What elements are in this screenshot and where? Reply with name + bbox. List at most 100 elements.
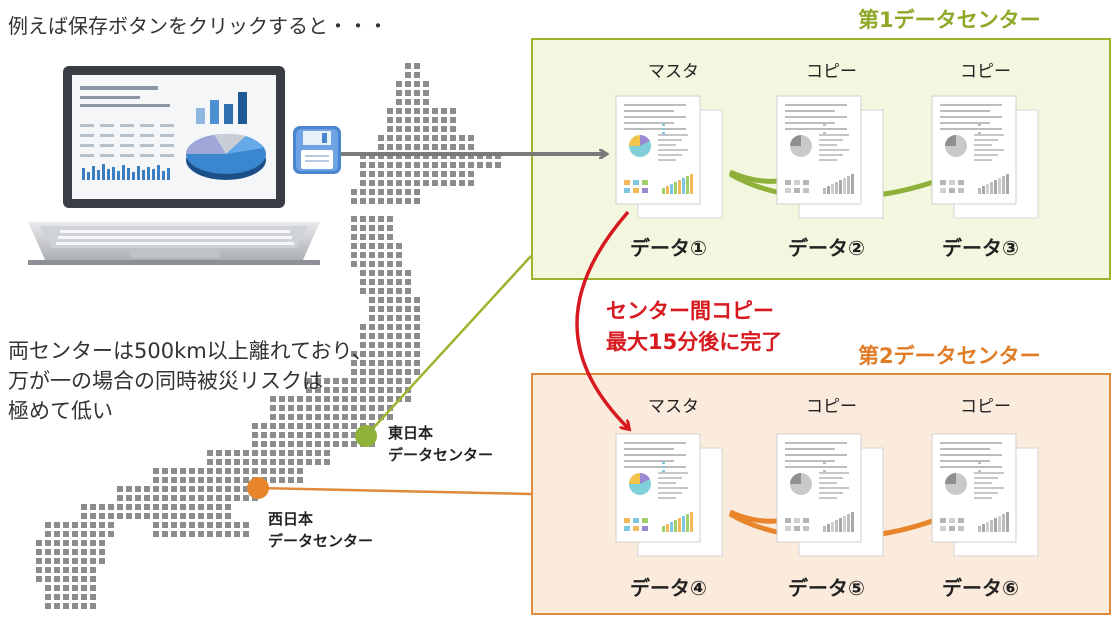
map-dot bbox=[225, 531, 231, 537]
map-dot bbox=[216, 495, 222, 501]
map-dot bbox=[369, 180, 375, 186]
map-dot bbox=[189, 504, 195, 510]
map-dot bbox=[144, 486, 150, 492]
map-dot bbox=[387, 270, 393, 276]
map-dot bbox=[351, 360, 357, 366]
map-dot bbox=[72, 594, 78, 600]
map-dot bbox=[54, 549, 60, 555]
map-dot bbox=[54, 594, 60, 600]
map-dot bbox=[324, 396, 330, 402]
map-dot bbox=[63, 522, 69, 528]
map-dot bbox=[360, 270, 366, 276]
map-dot bbox=[441, 135, 447, 141]
map-dot bbox=[36, 549, 42, 555]
map-dot bbox=[468, 180, 474, 186]
map-dot bbox=[234, 477, 240, 483]
map-dot bbox=[63, 540, 69, 546]
map-dot bbox=[405, 198, 411, 204]
map-dot bbox=[360, 180, 366, 186]
map-dot bbox=[315, 378, 321, 384]
map-dot bbox=[63, 567, 69, 573]
map-dot bbox=[387, 351, 393, 357]
map-dot bbox=[333, 396, 339, 402]
doc-label: データ② bbox=[788, 236, 865, 260]
map-dot bbox=[126, 513, 132, 519]
data-center-1-title: 第1データセンター bbox=[858, 8, 1041, 32]
map-dot bbox=[369, 270, 375, 276]
map-dot bbox=[441, 108, 447, 114]
map-dot bbox=[153, 504, 159, 510]
map-dot bbox=[270, 396, 276, 402]
map-dot bbox=[189, 486, 195, 492]
map-dot bbox=[396, 243, 402, 249]
map-dot bbox=[270, 441, 276, 447]
east-site-sub: データセンター bbox=[388, 446, 494, 464]
map-dot bbox=[378, 270, 384, 276]
map-dot bbox=[360, 288, 366, 294]
map-dot bbox=[396, 135, 402, 141]
map-dot bbox=[180, 477, 186, 483]
map-dot bbox=[378, 297, 384, 303]
map-dot bbox=[360, 351, 366, 357]
map-dot bbox=[378, 369, 384, 375]
map-dot bbox=[72, 549, 78, 555]
map-dot bbox=[450, 126, 456, 132]
map-dot bbox=[108, 513, 114, 519]
map-dot bbox=[288, 405, 294, 411]
map-dot bbox=[288, 396, 294, 402]
map-dot bbox=[225, 504, 231, 510]
map-dot bbox=[405, 396, 411, 402]
map-dot bbox=[243, 450, 249, 456]
map-dot bbox=[378, 189, 384, 195]
map-dot bbox=[45, 603, 51, 609]
map-dot bbox=[360, 414, 366, 420]
map-dot bbox=[72, 540, 78, 546]
map-dot bbox=[324, 423, 330, 429]
map-dot bbox=[261, 423, 267, 429]
map-dot bbox=[342, 414, 348, 420]
map-dot bbox=[432, 162, 438, 168]
map-dot bbox=[360, 360, 366, 366]
map-dot bbox=[468, 135, 474, 141]
map-dot bbox=[234, 486, 240, 492]
west-site-sub: データセンター bbox=[268, 532, 374, 550]
map-dot bbox=[396, 378, 402, 384]
map-dot bbox=[360, 198, 366, 204]
map-dot bbox=[162, 495, 168, 501]
map-dot bbox=[81, 567, 87, 573]
map-dot bbox=[279, 396, 285, 402]
map-dot bbox=[414, 117, 420, 123]
document-icon bbox=[930, 94, 1044, 220]
map-dot bbox=[414, 162, 420, 168]
map-dot bbox=[162, 531, 168, 537]
map-dot bbox=[360, 378, 366, 384]
map-dot bbox=[90, 603, 96, 609]
map-dot bbox=[414, 108, 420, 114]
map-dot bbox=[378, 324, 384, 330]
map-dot bbox=[468, 171, 474, 177]
map-dot bbox=[297, 396, 303, 402]
map-dot bbox=[36, 576, 42, 582]
map-dot bbox=[414, 324, 420, 330]
map-dot bbox=[378, 171, 384, 177]
map-dot bbox=[216, 531, 222, 537]
map-dot bbox=[180, 504, 186, 510]
map-dot bbox=[450, 162, 456, 168]
map-dot bbox=[315, 441, 321, 447]
map-dot bbox=[225, 495, 231, 501]
map-dot bbox=[459, 144, 465, 150]
map-dot bbox=[360, 216, 366, 222]
map-dot bbox=[396, 288, 402, 294]
map-dot bbox=[261, 459, 267, 465]
map-dot bbox=[378, 216, 384, 222]
map-dot bbox=[351, 378, 357, 384]
doc-role-label: マスタ bbox=[648, 397, 699, 417]
map-dot bbox=[90, 594, 96, 600]
map-dot bbox=[351, 243, 357, 249]
map-dot bbox=[423, 180, 429, 186]
map-dot bbox=[288, 450, 294, 456]
map-dot bbox=[369, 369, 375, 375]
map-dot bbox=[378, 360, 384, 366]
map-dot bbox=[243, 477, 249, 483]
